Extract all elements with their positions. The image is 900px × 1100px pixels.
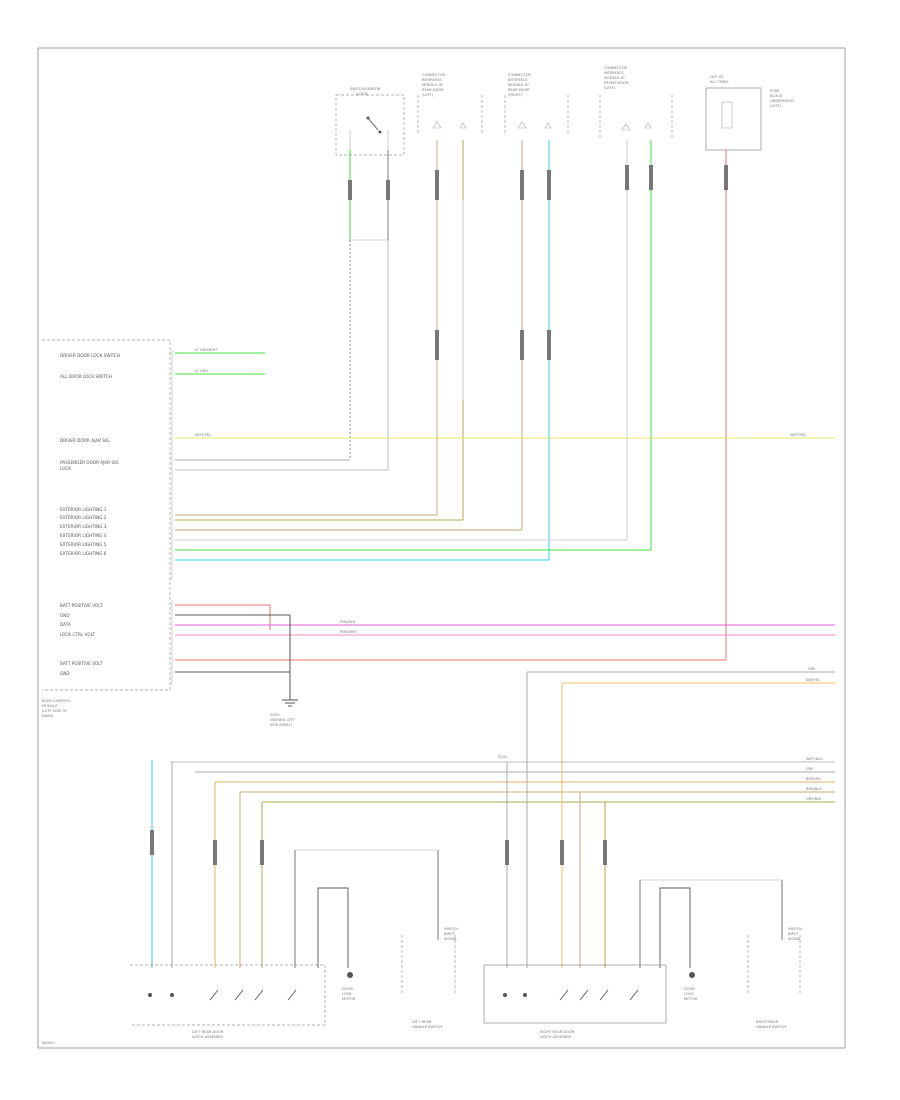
wl-top2: LT GRN xyxy=(195,369,208,373)
left-sw-note-3: SIGNAL xyxy=(444,937,457,941)
main-module-label-4: DASH) xyxy=(42,714,54,718)
right-motor-icon xyxy=(689,972,695,978)
pin-label-2: ALL DOOR LOCK SWITCH xyxy=(60,374,112,379)
fuse-label-1: HOT AT xyxy=(710,75,724,79)
pin-label-14: EXTERIOR LIGHTING 5 xyxy=(60,542,107,547)
main-module: BODY CONTROL MODULE (LEFT SIDE OF DASH) xyxy=(42,339,171,718)
right-latch-assembly: DOOR LOCK MOTOR RIGHT REAR DOOR LATCH AS… xyxy=(483,964,698,1039)
ground-label-1: G200 xyxy=(270,713,280,717)
pin-label-11: EXTERIOR LIGHTING 2 xyxy=(60,515,107,520)
left-door-2: LATCH ASSEMBLY xyxy=(192,1035,224,1039)
right-handle-2: HANDLE SWITCH xyxy=(756,1025,786,1029)
pin-label-12: EXTERIOR LIGHTING 3 xyxy=(60,524,107,529)
comp3-line-2: INTERFACE xyxy=(508,78,528,82)
main-module-label-3: (LEFT SIDE OF xyxy=(42,709,67,713)
wl-bot1: WHT/BLU xyxy=(806,757,823,761)
pin-label-1: DRIVER DOOR LOCK SWITCH xyxy=(60,353,120,358)
comp2-line-4: REAR DOOR xyxy=(422,88,444,92)
comp4-line-2: INTERFACE xyxy=(604,71,624,75)
wl-yel: WHT/YEL xyxy=(195,433,211,437)
pin-label-13: EXTERIOR LIGHTING 4 xyxy=(60,533,107,538)
left-latch-assembly: DOOR LOCK MOTOR LEFT REAR DOOR LATCH ASS… xyxy=(130,964,356,1039)
comp3-line-4: REAR DOOR xyxy=(508,88,530,92)
ground-symbol: G200 (BEHIND LEFT KICK PANEL) xyxy=(270,699,298,727)
comp2-line-5: (LEFT) xyxy=(422,93,434,97)
right-sw-note-3: SIGNAL xyxy=(788,937,801,941)
right-sw-note-1: SWITCH xyxy=(788,927,802,931)
pin-label-10: EXTERIOR LIGHTING 1 xyxy=(60,507,107,512)
left-motor-icon xyxy=(347,972,353,978)
pin-label-20: LOCK CTRL VOLT xyxy=(60,632,95,637)
wl-yel-right: WHT/YEL xyxy=(790,433,806,437)
pin-label-8: LOCK xyxy=(60,466,71,471)
pin-label-22: BATT POSITIVE VOLT xyxy=(60,661,103,666)
connector-marks xyxy=(150,165,728,865)
wl-gray-r: GRY xyxy=(808,667,816,671)
left-handle-1: LEFT REAR xyxy=(412,1020,432,1024)
right-sw-note-2: INPUT xyxy=(788,932,800,936)
left-sw-note-1: SWITCH xyxy=(444,927,458,931)
comp2-line-1: CONNECTOR xyxy=(422,73,446,77)
left-door-1: LEFT REAR DOOR xyxy=(192,1030,224,1034)
pin-label-19: DATA xyxy=(60,622,71,627)
comp4-line-3: MODULE AT xyxy=(604,76,626,80)
pin-labels: DRIVER DOOR LOCK SWITCH ALL DOOR LOCK SW… xyxy=(60,353,120,676)
left-motor-3: MOTOR xyxy=(342,997,356,1001)
right-motor-1: DOOR xyxy=(684,987,695,991)
pin-label-17: BATT POSITIVE VOLT xyxy=(60,603,103,608)
wl-pink1: PNK/BLK xyxy=(340,620,356,624)
splice-label: S200 xyxy=(498,755,508,759)
right-door-1: RIGHT REAR DOOR xyxy=(540,1030,575,1034)
wl-bot2: GRY xyxy=(806,767,814,771)
fuse-side-4: (LEFT) xyxy=(770,104,782,108)
comp3-line-3: MODULE AT xyxy=(508,83,530,87)
fuse-side-1: FUSE xyxy=(770,89,780,93)
comp4-block: CONNECTOR INTERFACE MODULE AT FRONT DOOR… xyxy=(599,66,673,140)
wl-bot3: BRN/YEL xyxy=(806,777,821,781)
left-motor-1: DOOR xyxy=(342,987,353,991)
footer-code: W0000 xyxy=(42,1041,55,1045)
right-handle-switch: SWITCH INPUT SIGNAL RIGHT REAR HANDLE SW… xyxy=(747,927,802,1029)
right-door-2: LATCH ASSEMBLY xyxy=(540,1035,572,1039)
comp2-line-2: INTERFACE xyxy=(422,78,442,82)
fuse-label-2: ALL TIMES xyxy=(710,80,729,84)
left-handle-switch: SWITCH INPUT SIGNAL LEFT REAR HANDLE SWI… xyxy=(401,927,458,1029)
top-switch-component: SWITCH/SENSOR (LOCK) xyxy=(335,87,405,156)
wl-bot4: BRN/BLK xyxy=(806,787,822,791)
pin-label-7: PASSENGER DOOR AJAR SIG xyxy=(60,460,119,465)
top-switch-label-1: SWITCH/SENSOR xyxy=(350,87,381,91)
right-motor-3: MOTOR xyxy=(684,997,698,1001)
ground-label-2: (BEHIND LEFT xyxy=(270,718,296,722)
comp2-block: CONNECTOR INTERFACE MODULE AT REAR DOOR … xyxy=(417,73,483,135)
wl-bot5: GRY/BLK xyxy=(806,797,822,801)
right-motor-2: LOCK xyxy=(684,992,694,996)
pin-label-15: EXTERIOR LIGHTING 6 xyxy=(60,551,107,556)
comp3-block: CONNECTOR INTERFACE MODULE AT REAR DOOR … xyxy=(504,73,569,135)
ground-label-3: KICK PANEL) xyxy=(270,723,293,727)
comp4-line-5: (LEFT) xyxy=(604,86,616,90)
comp3-line-1: CONNECTOR xyxy=(508,73,532,77)
diagram-frame xyxy=(37,47,846,1049)
pin-label-18: GND xyxy=(60,613,70,618)
comp4-line-1: CONNECTOR xyxy=(604,66,628,70)
fuse-side-2: BLOCK xyxy=(770,94,783,98)
comp3-line-5: (RIGHT) xyxy=(508,93,523,97)
fuse-side-3: UNDERHOOD xyxy=(770,99,794,103)
top-switch-label-2: (LOCK) xyxy=(356,92,369,96)
comp4-line-4: FRONT DOOR xyxy=(604,81,629,85)
left-handle-2: HANDLE SWITCH xyxy=(412,1025,442,1029)
pin-label-6: DRIVER DOOR AJAR SIG xyxy=(60,438,109,443)
comp2-line-3: MODULE AT xyxy=(422,83,444,87)
pin-label-23: GND xyxy=(60,671,70,676)
fuse-block: HOT AT ALL TIMES FUSE BLOCK UNDERHOOD (L… xyxy=(705,75,794,151)
wl-top1: LT GRN/WHT xyxy=(195,348,218,352)
right-handle-1: RIGHT REAR xyxy=(756,1020,779,1024)
left-motor-2: LOCK xyxy=(342,992,352,996)
wl-tan-r: TAN/YEL xyxy=(804,678,820,682)
main-module-label-1: BODY CONTROL xyxy=(42,699,71,703)
main-module-label-2: MODULE xyxy=(42,704,58,708)
wl-pink2: PNK/WHT xyxy=(340,630,358,634)
left-sw-note-2: INPUT xyxy=(444,932,456,936)
